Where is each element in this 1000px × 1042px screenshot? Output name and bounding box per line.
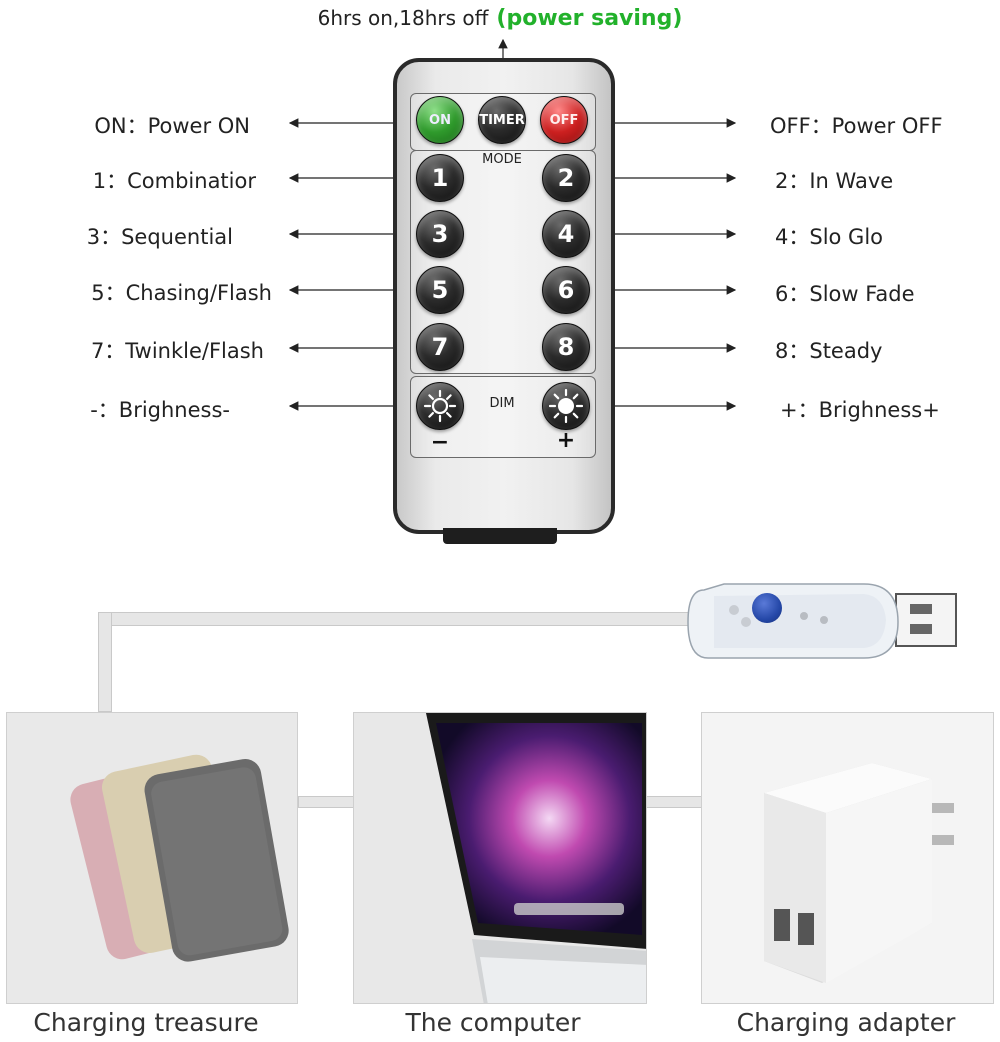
- minus-sign: −: [430, 430, 450, 455]
- mode-4-button[interactable]: 4: [542, 210, 590, 258]
- mode-8-button[interactable]: 8: [542, 323, 590, 371]
- dim-minus-button[interactable]: [416, 382, 464, 430]
- caption-adapter: Charging adapter: [736, 1008, 956, 1037]
- cable-horizontal: [98, 612, 694, 626]
- computer-card: [353, 712, 647, 1004]
- wall-adapter-illustration: [702, 713, 993, 1003]
- usb-controller: [687, 583, 957, 659]
- laptop-illustration: [354, 713, 646, 1003]
- timer-annotation: 6hrs on,18hrs off (power saving): [0, 6, 1000, 31]
- label-dim-plus: +：Brighness+: [780, 398, 940, 422]
- cable-drop-left: [98, 612, 112, 712]
- label-on: ON：Power ON: [94, 114, 250, 138]
- sun-outline-icon: [423, 389, 457, 423]
- mode-7-button[interactable]: 7: [416, 323, 464, 371]
- timer-button[interactable]: TIMER: [478, 96, 526, 144]
- mode-1-button[interactable]: 1: [416, 154, 464, 202]
- plus-sign: +: [556, 428, 576, 453]
- label-off: OFF：Power OFF: [770, 114, 943, 138]
- cable-link-1: [298, 796, 354, 808]
- label-mode-7: 7：Twinkle/Flash: [90, 339, 264, 363]
- off-button[interactable]: OFF: [540, 96, 588, 144]
- dim-label: DIM: [489, 396, 515, 411]
- caption-power-bank: Charging treasure: [33, 1008, 259, 1037]
- mode-6-button[interactable]: 6: [542, 266, 590, 314]
- label-mode-5: 5：Chasing/Flash: [91, 281, 272, 305]
- mode-5-button[interactable]: 5: [416, 266, 464, 314]
- label-mode-4: 4：Slo Glo: [775, 225, 884, 249]
- label-mode-8: 8：Steady: [775, 339, 883, 363]
- usb-mode-button[interactable]: [752, 593, 782, 623]
- battery-tab: [443, 528, 557, 544]
- label-mode-1: 1：Combinatior: [92, 169, 256, 193]
- sun-filled-icon: [549, 389, 583, 423]
- mode-3-button[interactable]: 3: [416, 210, 464, 258]
- on-button[interactable]: ON: [416, 96, 464, 144]
- label-dim-minus: -：Brighness-: [90, 398, 230, 422]
- dim-plus-button[interactable]: [542, 382, 590, 430]
- label-mode-2: 2：In Wave: [775, 169, 894, 193]
- adapter-card: [701, 712, 994, 1004]
- power-saving-note: (power saving): [496, 6, 683, 31]
- timer-note-text: 6hrs on,18hrs off: [317, 6, 489, 30]
- power-bank-illustration: [7, 713, 297, 1003]
- mode-label: MODE: [482, 152, 522, 167]
- label-mode-3: 3：Sequential: [86, 225, 233, 249]
- cable-link-2: [646, 796, 702, 808]
- label-mode-6: 6：Slow Fade: [775, 282, 915, 306]
- caption-computer: The computer: [405, 1008, 581, 1037]
- mode-2-button[interactable]: 2: [542, 154, 590, 202]
- power-bank-card: [6, 712, 298, 1004]
